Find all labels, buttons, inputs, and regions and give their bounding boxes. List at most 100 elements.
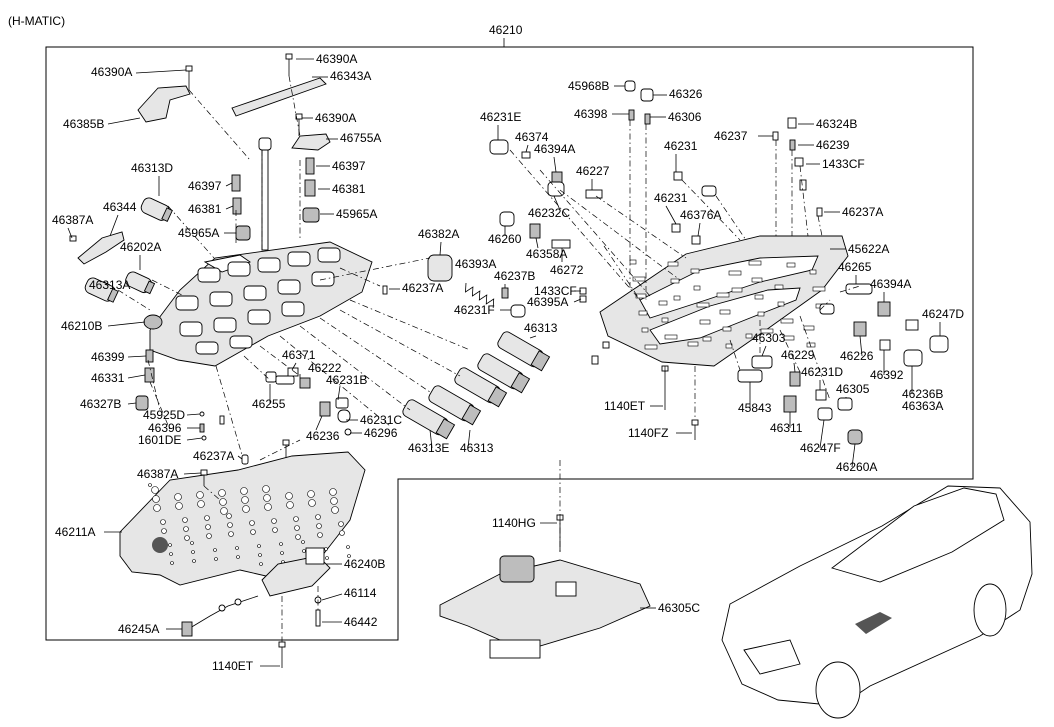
bolt-icon [69, 53, 303, 242]
leader-line [819, 419, 825, 449]
leader-line [553, 195, 561, 211]
flow-line [539, 169, 651, 297]
flow-line [243, 355, 271, 381]
part-label: 46305 [836, 382, 870, 396]
flow-line [188, 89, 251, 161]
flow-line [339, 309, 461, 377]
part-label: 46231B [326, 373, 367, 387]
valve-parts-right-lower [661, 283, 949, 445]
part-label: 46397 [188, 179, 222, 193]
part-label: 46371 [282, 348, 316, 362]
flow-line [259, 345, 301, 377]
part-label: 46231 [664, 139, 698, 153]
leader-line [109, 214, 119, 237]
part-label: 1433CF [822, 157, 865, 171]
part-label: 46398 [574, 107, 608, 121]
part-label: 46260A [836, 460, 877, 474]
leader-line [859, 335, 863, 357]
part-label: 46381 [188, 202, 222, 216]
part-label: 1433CF [534, 284, 577, 298]
part-label: 46247D [922, 307, 964, 321]
part-label: 46232C [528, 206, 570, 220]
part-label: 46331 [91, 371, 125, 385]
part-label: 46392 [870, 368, 904, 382]
valve-body-upper-icon [143, 137, 373, 367]
flow-line [799, 315, 831, 401]
part-label: 46394A [870, 277, 911, 291]
part-label: 46399 [91, 350, 125, 364]
part-label: 46305C [658, 601, 700, 615]
flow-line [319, 257, 431, 281]
leader-line [429, 429, 433, 449]
leader-line [225, 205, 234, 210]
leader-line [525, 144, 529, 153]
leader-line [529, 335, 537, 339]
cap-45965A [235, 207, 320, 241]
leader-line [761, 345, 767, 357]
flow-line [299, 325, 411, 411]
part-label: 46222 [308, 361, 342, 375]
bracket-46343A [231, 77, 327, 117]
part-label: 46211A [55, 525, 95, 539]
flow-line [147, 359, 161, 411]
flow-line [595, 195, 687, 259]
harness-46245A [181, 595, 259, 637]
part-label: 46265 [838, 260, 872, 274]
tcm-bracket-icon [439, 514, 651, 659]
part-label: 46236B [902, 387, 943, 401]
part-label: 46245A [118, 622, 159, 636]
leader-lines [67, 58, 941, 667]
leader-line [851, 443, 856, 468]
flow-line [509, 149, 641, 301]
flow-line [339, 267, 381, 287]
flow-line [603, 245, 641, 301]
flow-line [349, 299, 471, 351]
leader-line [573, 298, 582, 303]
part-label: 46231C [360, 413, 402, 427]
part-label: 46231 [654, 191, 688, 205]
leader-line [135, 69, 187, 74]
part-label: 46236 [306, 429, 340, 443]
solenoid-icon [84, 197, 173, 303]
flow-line [259, 439, 301, 461]
part-label: 46387A [52, 213, 93, 227]
part-label: 1140ET [604, 399, 646, 413]
flow-line [279, 335, 391, 427]
part-label: 46202A [120, 240, 161, 254]
part-label: 46231E [480, 110, 521, 124]
part-label: 45968B [568, 79, 609, 93]
part-label: 46313E [408, 441, 449, 455]
flow-line [817, 215, 823, 237]
part-label: 46374 [515, 130, 549, 144]
leader-line [315, 415, 323, 431]
part-label: 46387A [137, 467, 178, 481]
leader-line [127, 374, 146, 379]
assembly-frame [45, 46, 974, 641]
part-label: 46260 [488, 232, 522, 246]
part-label: 46382A [418, 227, 459, 241]
part-label: 46313 [460, 441, 494, 455]
leader-line [665, 205, 677, 225]
leader-line [535, 237, 539, 249]
part-label: 46396 [148, 421, 182, 435]
variant-label: (H-MATIC) [8, 14, 65, 28]
part-label: 46237A [842, 205, 883, 219]
part-label: 46344 [103, 200, 137, 214]
part-label: 46311 [770, 421, 803, 435]
part-label: 46381 [332, 182, 366, 196]
part-label: 46358A [526, 247, 567, 261]
leader-line [103, 281, 111, 286]
part-label: 46239 [816, 138, 850, 152]
bracket-46385B [137, 85, 191, 123]
part-label: 46363A [902, 399, 943, 413]
leader-line [107, 321, 146, 327]
part-label: 1140HG [492, 516, 536, 530]
part-label: 46227 [576, 164, 610, 178]
flow-line [149, 381, 171, 431]
part-label: 46393A [455, 257, 496, 271]
leader-line [467, 429, 471, 449]
leader-line [225, 182, 233, 187]
part-label: 46394A [534, 142, 575, 156]
part-label: 1140ET [212, 659, 254, 673]
part-label: 46313D [131, 161, 173, 175]
